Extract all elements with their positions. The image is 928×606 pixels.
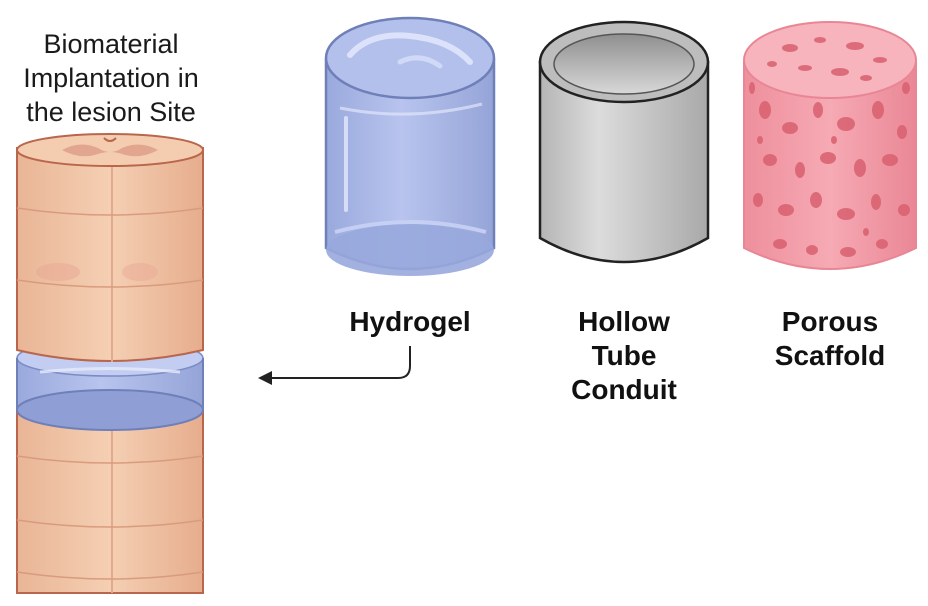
implant-arrow [258,346,411,385]
hollow-tube-cylinder [538,20,710,264]
arrowhead-icon [258,371,272,385]
title-line-3: the lesion Site [26,97,196,127]
title-line-1: Biomaterial [43,29,179,59]
scaffold-pores [749,37,910,257]
porous-scaffold-cylinder [743,21,917,270]
title-line-2: Implantation in [23,63,199,93]
hollow-tube-conduit-label: Hollow Tube Conduit [571,306,677,405]
porous-scaffold-label: Porous Scaffold [774,306,886,371]
spinal-cord-upper-segment [16,133,204,362]
spinal-cord-lower-segment [16,407,204,594]
spinal-cord-implant [16,133,204,594]
hydrogel-cylinder [324,16,496,276]
hydrogel-label: Hydrogel [349,306,471,337]
